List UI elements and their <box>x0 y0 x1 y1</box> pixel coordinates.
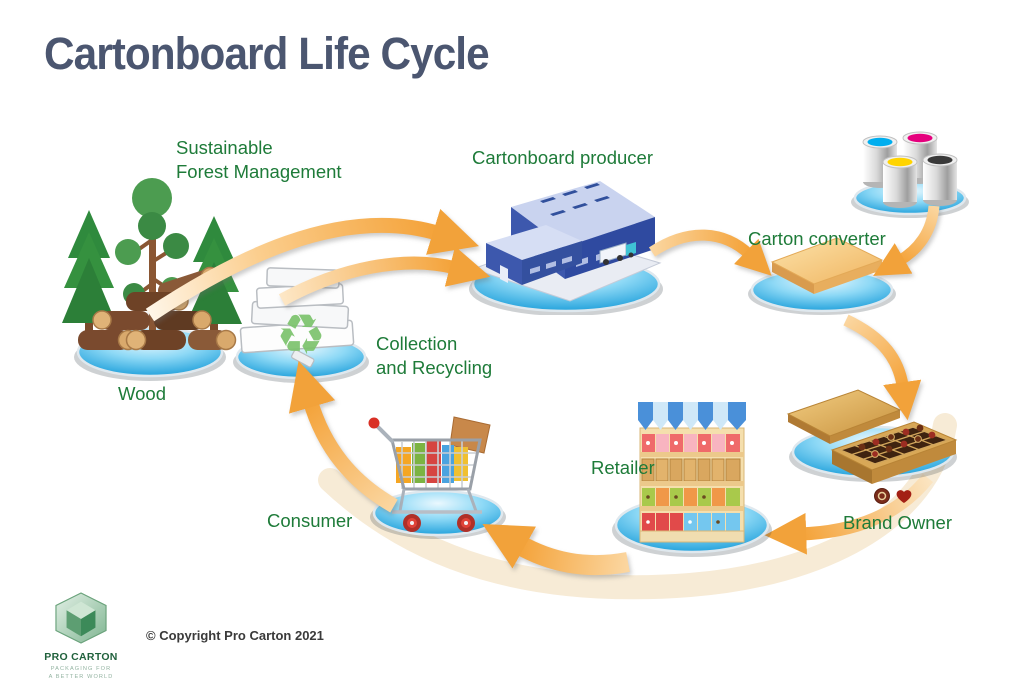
stage-converter <box>742 232 902 327</box>
label-brand-owner: Brand Owner <box>843 512 952 533</box>
product-row-3 <box>642 488 740 506</box>
stage-inks <box>845 128 975 223</box>
cart-handle-grip <box>368 417 380 429</box>
cartonboard-sheet-illustration <box>748 237 896 315</box>
ink-can-yellow <box>882 155 918 208</box>
shopping-cart-illustration <box>368 416 506 539</box>
loose-chocolates <box>874 488 912 504</box>
logo-tagline: PACKAGING FOR A BETTER WORLD <box>48 666 114 681</box>
factory-building <box>486 181 655 285</box>
forest-and-logs-illustration <box>62 178 242 381</box>
product-row-1 <box>642 434 740 452</box>
product-row-4 <box>642 513 740 531</box>
product-row-2 <box>641 458 741 482</box>
sheet-stack <box>770 237 884 294</box>
label-wood: Wood <box>118 383 166 404</box>
stage-producer <box>448 165 678 315</box>
stage-consumer <box>362 395 512 545</box>
label-consumer: Consumer <box>267 510 353 531</box>
awning <box>638 402 746 430</box>
footer: PRO CARTON PACKAGING FOR A BETTER WORLD … <box>44 592 324 682</box>
recycle-symbol-icon: ♻ <box>276 303 326 366</box>
arrow-inks-to-converter <box>873 205 940 277</box>
delivery-truck <box>599 242 636 265</box>
stage-brand-owner <box>778 370 968 520</box>
arrow-converter-to-brandowner <box>843 314 922 421</box>
factory-illustration <box>469 181 663 315</box>
store-shelf-illustration <box>612 402 772 557</box>
arrow-recycling-to-producer <box>278 246 491 306</box>
pro-carton-hexagon-icon <box>55 592 107 644</box>
arrow-retailer-to-consumer <box>482 524 630 576</box>
box-lid <box>786 389 902 444</box>
label-cartonboard-producer: Cartonboard producer <box>472 147 653 168</box>
chocolates <box>858 424 936 458</box>
page-title: Cartonboard Life Cycle <box>44 28 490 79</box>
pine-tree-left <box>62 210 116 344</box>
pro-carton-logo: PRO CARTON PACKAGING FOR A BETTER WORLD <box>44 592 118 682</box>
chocolate-box-illustration <box>786 389 958 504</box>
chocolate-box-base <box>830 421 958 484</box>
arrow-producer-to-converter <box>648 229 772 276</box>
label-sustainable-forest: Sustainable Forest Management <box>176 137 342 183</box>
ink-can-black <box>922 153 958 206</box>
stage-wood <box>62 158 242 383</box>
label-collection-recycling: Collection and Recycling <box>376 333 493 379</box>
label-retailer: Retailer <box>591 457 655 478</box>
cart-basket <box>368 417 482 514</box>
printing-ink-cans-illustration <box>851 131 969 218</box>
arrow-wood-to-producer <box>145 208 479 322</box>
label-carton-converter: Carton converter <box>748 228 886 249</box>
logo-name: PRO CARTON <box>44 651 118 663</box>
copyright-text: © Copyright Pro Carton 2021 <box>146 628 324 643</box>
cart-wheels <box>403 514 475 532</box>
stage-retailer <box>612 398 772 563</box>
arrow-brandowner-to-retailer <box>764 473 934 555</box>
arrow-consumer-to-recycling <box>288 360 398 513</box>
